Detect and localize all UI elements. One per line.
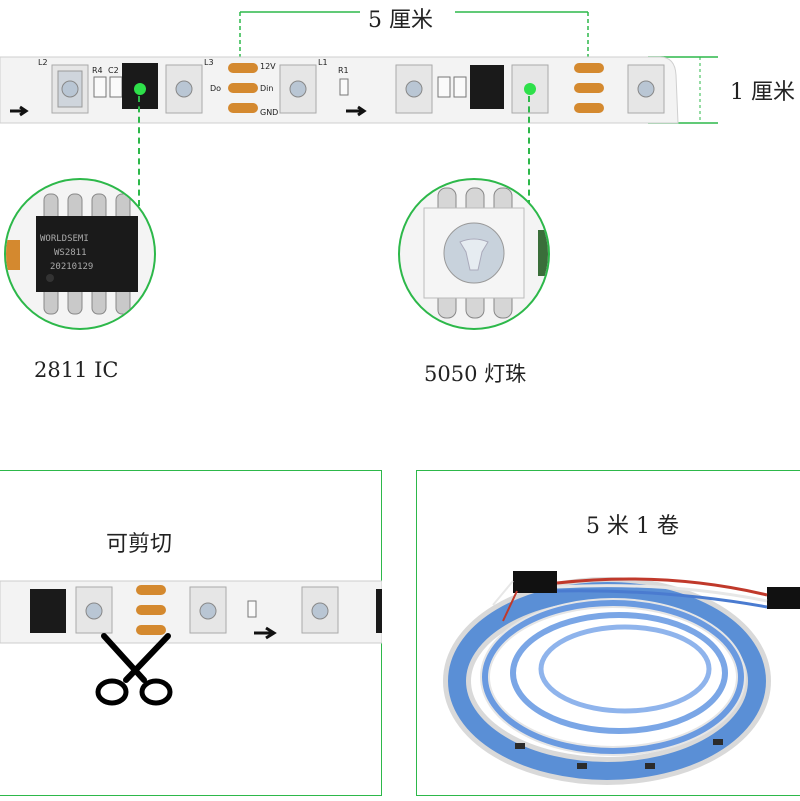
led-zoom-circle bbox=[398, 178, 550, 330]
pad-label-gnd: GND bbox=[260, 108, 279, 117]
component-label-l1: L1 bbox=[318, 58, 328, 67]
component-label-r4: R4 bbox=[92, 66, 103, 75]
chip-text-brand: WORLDSEMI bbox=[40, 234, 89, 244]
ic-zoom-circle bbox=[4, 178, 156, 330]
cut-strip-drawing bbox=[0, 580, 383, 644]
led-strip-top bbox=[0, 55, 680, 125]
component-label-r1: R1 bbox=[338, 66, 349, 75]
pad-label-12v: 12V bbox=[260, 62, 276, 71]
scissors-icon[interactable] bbox=[90, 630, 180, 710]
component-label-l2: L2 bbox=[38, 58, 48, 67]
reel-panel bbox=[416, 470, 800, 796]
ws2811-chip-icon bbox=[6, 193, 138, 315]
ic-leader-line bbox=[138, 96, 140, 206]
chip-text-model: WS2811 bbox=[54, 248, 87, 258]
component-label-c2: C2 bbox=[108, 66, 119, 75]
led-strip-drawing bbox=[0, 56, 679, 124]
led-caption: 5050 灯珠 bbox=[424, 362, 527, 386]
pad-label-do: Do bbox=[210, 84, 222, 93]
component-label-l3: L3 bbox=[204, 58, 214, 67]
ic-caption: 2811 IC bbox=[34, 358, 119, 382]
cut-panel bbox=[0, 470, 383, 796]
width-label: 1 厘米 bbox=[730, 80, 795, 105]
chip-text-date: 20210129 bbox=[50, 262, 94, 272]
length-label: 5 厘米 bbox=[368, 8, 433, 33]
led-reel-icon bbox=[443, 571, 800, 785]
reel-caption: 5 米 1 卷 bbox=[586, 514, 679, 539]
5050-led-icon bbox=[423, 187, 548, 319]
pad-label-din: Din bbox=[260, 84, 274, 93]
led-leader-line bbox=[528, 96, 530, 206]
cut-caption: 可剪切 bbox=[106, 532, 173, 557]
